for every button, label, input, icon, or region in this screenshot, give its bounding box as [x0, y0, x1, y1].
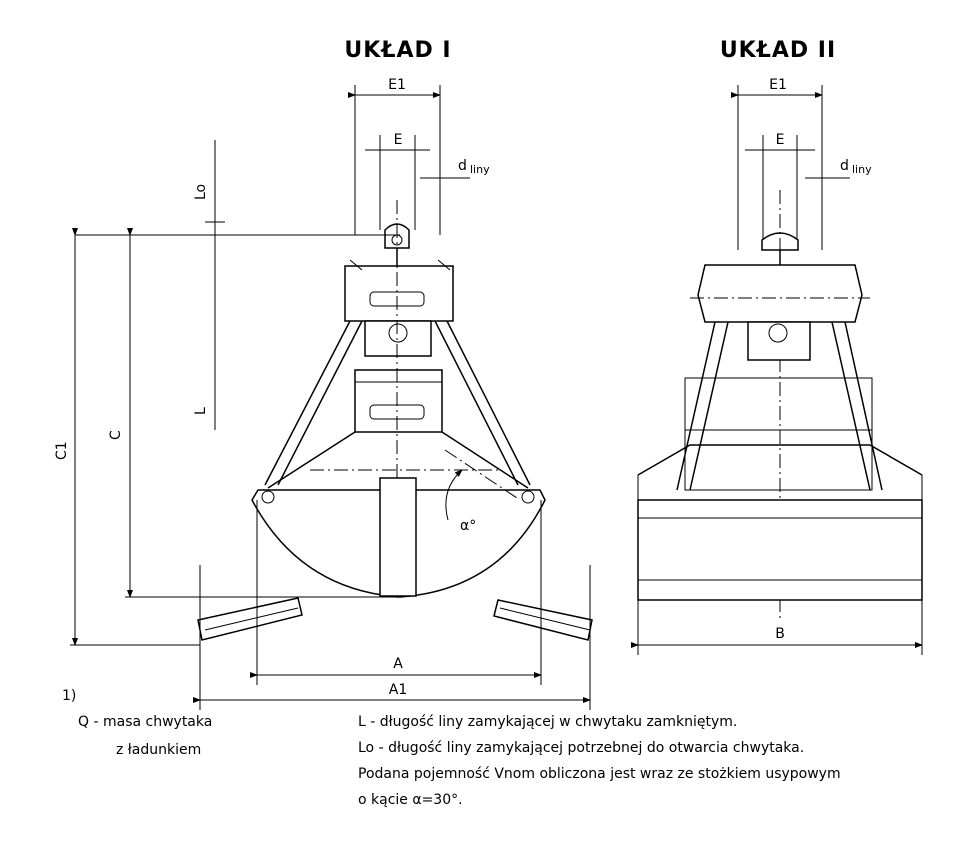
dim-e1-layout2: E1 — [769, 77, 787, 93]
dim-d-sub-layout2: liny — [852, 163, 872, 176]
note-line2: Lo - długość liny zamykającej potrzebnej… — [358, 740, 804, 756]
dim-a1: A1 — [389, 682, 407, 698]
dim-b: B — [775, 626, 785, 642]
layout2-drawing — [631, 85, 923, 655]
dim-c1: C1 — [54, 441, 70, 460]
dim-alpha: α° — [460, 518, 476, 534]
dim-e-layout1: E — [394, 132, 403, 148]
dim-e-layout2: E — [776, 132, 785, 148]
dim-d-layout1: d — [458, 158, 467, 174]
footnote-marker: 1) — [62, 688, 76, 704]
note-line1: L - długość liny zamykającej w chwytaku … — [358, 714, 737, 730]
dim-c: C — [108, 430, 124, 440]
note-q-line2: z ładunkiem — [116, 742, 201, 758]
layout2-title: UKŁAD II — [720, 38, 836, 63]
layout1-drawing — [70, 85, 593, 710]
note-line3: Podana pojemność Vnom obliczona jest wra… — [358, 766, 841, 782]
note-line4: o kącie α=30°. — [358, 792, 463, 808]
layout1-title: UKŁAD I — [344, 38, 451, 63]
dim-l: L — [193, 407, 209, 415]
dim-lo: Lo — [193, 184, 209, 200]
dim-a: A — [393, 656, 403, 672]
dim-d-sub-layout1: liny — [470, 163, 490, 176]
dim-d-layout2: d — [840, 158, 849, 174]
dim-e1-layout1: E1 — [388, 77, 406, 93]
note-q-line1: Q - masa chwytaka — [78, 714, 212, 730]
